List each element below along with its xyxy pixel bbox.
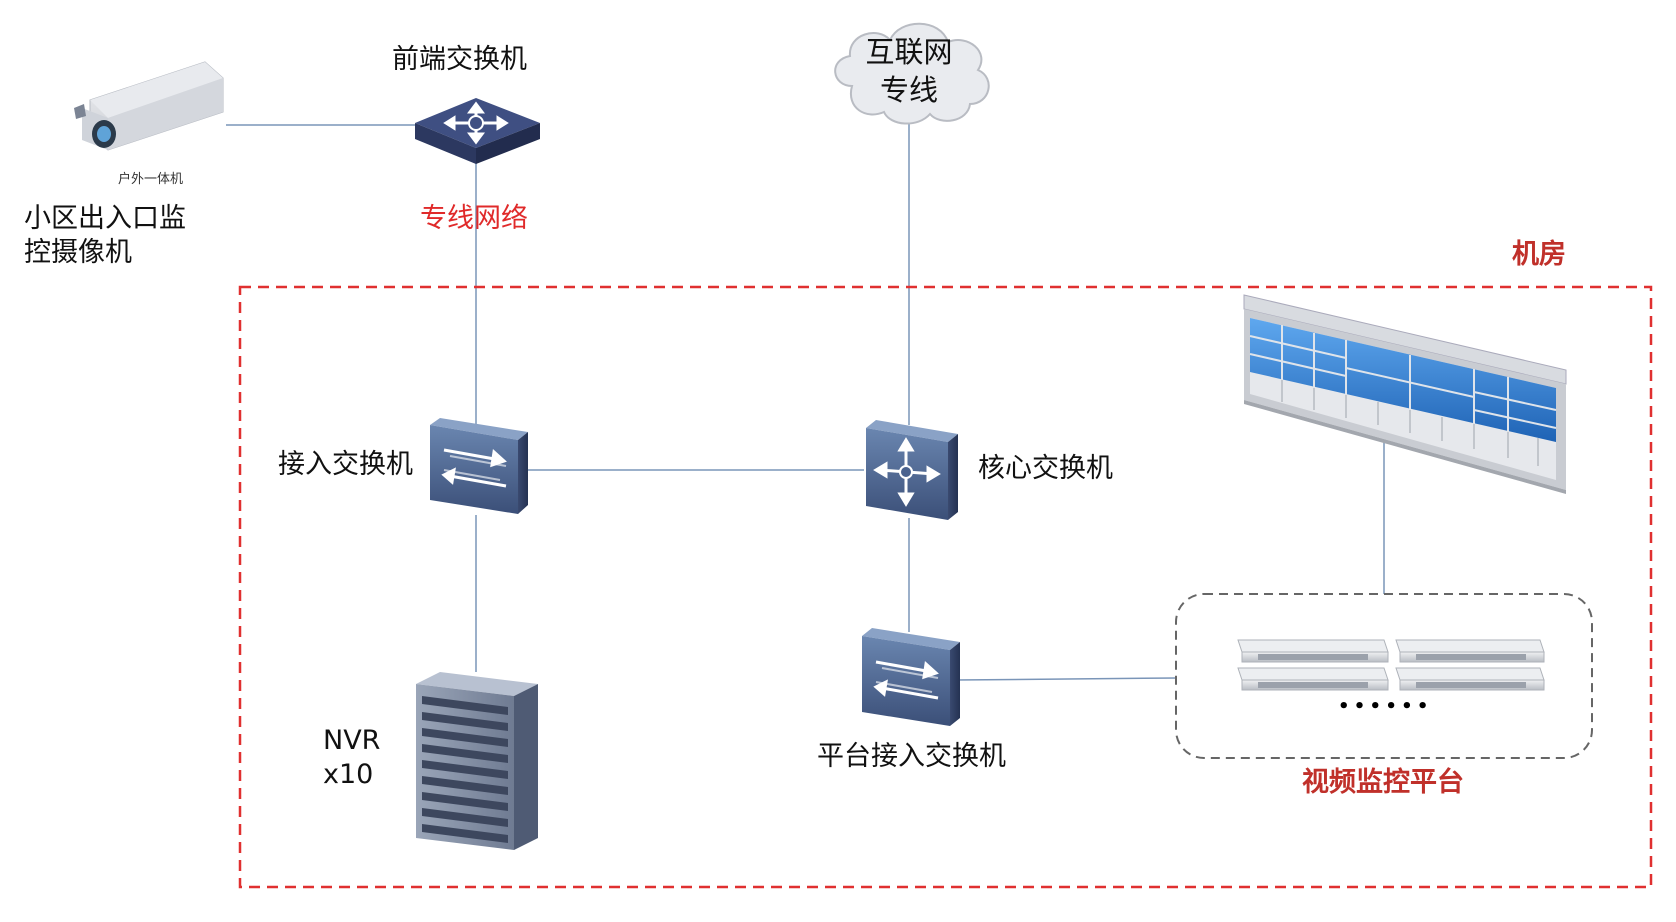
server-3-icon [1237,667,1389,691]
front-switch-icon [415,98,540,164]
core-switch-icon [866,420,958,520]
internet-line-label-2: 专线 [879,72,938,107]
camera-title-2: 控摄像机 [24,236,132,268]
server-4-icon [1395,667,1545,691]
machine-room-label: 机房 [1512,239,1566,270]
links [226,122,1385,681]
server-1-icon [1237,639,1389,663]
internet-line-label: 互联网 专线 [844,34,974,109]
private-network-label: 专线网络 [420,203,528,234]
camera-title-1: 小区出入口监 [24,203,186,234]
machine-room-boundary [238,285,1653,889]
camera-icon [74,61,224,151]
nvr-rack-icon [416,672,538,850]
access-switch-icon [430,418,528,514]
camera-caption: 户外一体机 [118,172,184,187]
platform-switch-icon [862,628,960,726]
video-wall-icon [1243,294,1567,494]
core-switch-label: 核心交换机 [978,453,1113,484]
video-platform-label: 视频监控平台 [1302,767,1464,798]
platform-switch-label: 平台接入交换机 [817,741,1006,772]
nvr-rack-slots [422,696,508,843]
server-group-boundary [1175,593,1593,759]
nvr-label-2: x10 [323,758,374,790]
camera-title: 小区出入口监 控摄像机 [24,202,186,270]
nvr-label: NVR x10 [323,724,380,792]
access-switch-label: 接入交换机 [278,449,413,480]
front-switch-label: 前端交换机 [392,44,527,75]
nvr-label-1: NVR [323,725,381,756]
link-platform-switch-servers [954,677,1178,681]
internet-line-label-1: 互联网 [865,35,953,69]
server-2-icon [1395,639,1545,663]
internet-cloud-icon [834,22,990,125]
server-more-dots: • • • • • • [1338,696,1428,717]
